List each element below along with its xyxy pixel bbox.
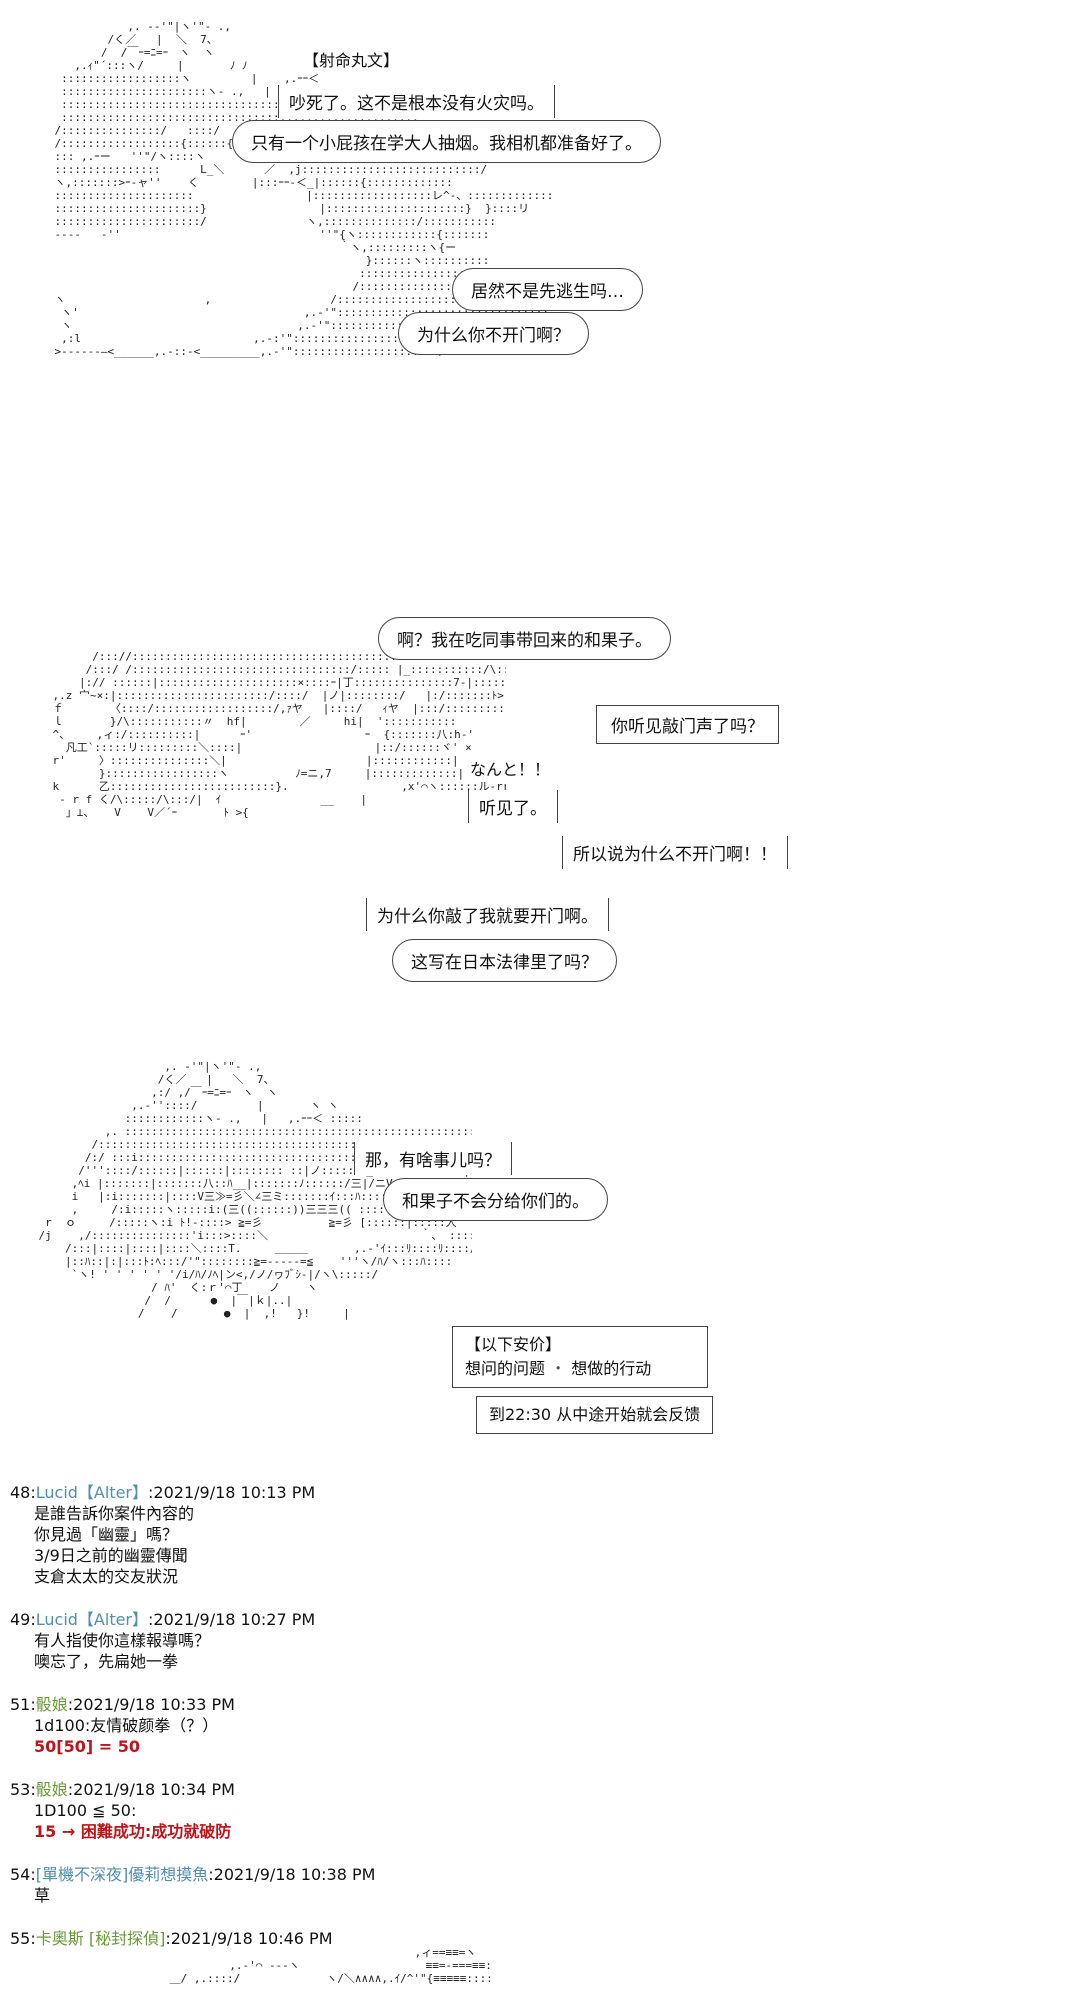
post-number: 55: [10, 1929, 36, 1948]
ascii-art-character-2: /::://::::::::::::::::::::::::::::::::::… [52, 650, 506, 819]
post-line: 3/9日之前的幽靈傳聞 [34, 1546, 188, 1565]
post-line: 是誰告訴你案件內容的 [34, 1504, 195, 1523]
vote-box-title: 【以下安价】 [465, 1335, 562, 1354]
post-line: 有人指使你這樣報導嗎？ [34, 1631, 211, 1650]
post-number: 48: [10, 1483, 36, 1502]
post-date: :2021/9/18 10:27 PM [148, 1610, 316, 1629]
vote-option-question: 想问的问题 [465, 1359, 546, 1378]
post-line: 噢忘了，先扁她一拳 [34, 1652, 179, 1671]
post-number: 51: [10, 1695, 36, 1714]
post-body: 草 [10, 1885, 1070, 1906]
post-author[interactable]: [單機不深夜]優莉想摸魚 [35, 1865, 209, 1884]
deadline-box: 到22:30 从中途开始就会反馈 [476, 1396, 714, 1434]
vote-box: 【以下安价】 想问的问题 ・ 想做的行动 [452, 1326, 708, 1388]
speech-bubble-11: 那，有啥事儿吗？ [354, 1142, 512, 1175]
post-author[interactable]: 骰娘 [35, 1695, 68, 1714]
speech-bubble-12: 和果子不会分给你们的。 [383, 1178, 608, 1221]
post-53: 53:骰娘:2021/9/18 10:34 PM 1D100 ≦ 50: 15 … [10, 1779, 1070, 1842]
speech-bubble-3: 居然不是先逃生吗… [452, 268, 643, 311]
speech-bubble-7: 听见了。 [468, 790, 558, 823]
vote-option-action: 想做的行动 [571, 1359, 652, 1378]
post-line: 1d100:友情破颜拳（？） [34, 1716, 219, 1735]
speaker-name: 【射命丸文】 [303, 51, 400, 70]
speech-bubble-2: 只有一个小屁孩在学大人抽烟。我相机都准备好了。 [232, 120, 661, 163]
speech-bubble-10: 这写在日本法律里了吗？ [392, 939, 617, 982]
post-line: 1D100 ≦ 50: [34, 1801, 137, 1820]
post-author[interactable]: Lucid【Alter】 [35, 1483, 149, 1502]
post-number: 54: [10, 1865, 36, 1884]
vote-option-separator: ・ [550, 1359, 567, 1378]
post-55: 55:卡奧斯 [秘封探偵]:2021/9/18 10:46 PM [10, 1928, 1070, 1949]
dice-result: 50[50] = 50 [34, 1737, 140, 1756]
post-author[interactable]: Lucid【Alter】 [35, 1610, 149, 1629]
post-51: 51:骰娘:2021/9/18 10:33 PM 1d100:友情破颜拳（？） … [10, 1694, 1070, 1757]
post-line: 你見過「幽靈」嗎？ [34, 1525, 179, 1544]
post-body: 1d100:友情破颜拳（？） 50[50] = 50 [10, 1715, 1070, 1757]
post-line: 支倉太太的交友狀況 [34, 1567, 179, 1586]
post-line: 草 [34, 1886, 51, 1905]
post-body: 是誰告訴你案件內容的 你見過「幽靈」嗎？ 3/9日之前的幽靈傳聞 支倉太太的交友… [10, 1503, 1070, 1587]
post-body: 1D100 ≦ 50: 15 → 困難成功:成功就破防 [10, 1800, 1070, 1842]
post-48: 48:Lucid【Alter】:2021/9/18 10:13 PM 是誰告訴你… [10, 1482, 1070, 1587]
post-date: :2021/9/18 10:46 PM [165, 1929, 333, 1948]
post-date: :2021/9/18 10:38 PM [208, 1865, 376, 1884]
post-49: 49:Lucid【Alter】:2021/9/18 10:27 PM 有人指使你… [10, 1609, 1070, 1672]
post-author[interactable]: 骰娘 [35, 1780, 68, 1799]
ascii-art-fragment: ,ィ==≡≡=ヽ ,.-'⌒ ‐-‐ヽ ≡≡=-===≡≡:::^ ＿/ ,.:… [169, 1946, 490, 1985]
post-number: 53: [10, 1780, 36, 1799]
post-date: :2021/9/18 10:33 PM [67, 1695, 235, 1714]
post-author[interactable]: 卡奧斯 [秘封探偵] [35, 1929, 166, 1948]
post-date: :2021/9/18 10:13 PM [148, 1483, 316, 1502]
post-list: 48:Lucid【Alter】:2021/9/18 10:13 PM 是誰告訴你… [10, 1482, 1070, 1971]
dice-result: 15 → 困難成功:成功就破防 [34, 1822, 232, 1841]
post-body: 有人指使你這樣報導嗎？ 噢忘了，先扁她一拳 [10, 1630, 1070, 1672]
post-number: 49: [10, 1610, 36, 1629]
post-54: 54:[單機不深夜]優莉想摸魚:2021/9/18 10:38 PM 草 [10, 1864, 1070, 1906]
speech-bubble-5: 啊？我在吃同事带回来的和果子。 [378, 617, 671, 660]
deadline-text: 到22:30 从中途开始就会反馈 [489, 1405, 701, 1424]
exclamation-text: なんと！！ [470, 760, 551, 779]
speech-bubble-6: 你听见敲门声了吗？ [596, 705, 779, 744]
post-date: :2021/9/18 10:34 PM [67, 1780, 235, 1799]
speech-bubble-9: 为什么你敲了我就要开门啊。 [366, 898, 609, 931]
ascii-art-character-3: ,. -'"|ヽ'"- ., /く／ | ＼ 7、 ,:/ ,/￣ｰ=ﾆ=ｰ ヽ… [38, 1060, 472, 1320]
speech-bubble-4: 为什么你不开门啊？ [398, 312, 589, 355]
vote-box-options: 想问的问题 ・ 想做的行动 [465, 1357, 695, 1381]
speech-bubble-8: 所以说为什么不开门啊！！ [562, 836, 788, 869]
speech-bubble-1: 吵死了。这不是根本没有火灾吗。 [278, 85, 555, 118]
